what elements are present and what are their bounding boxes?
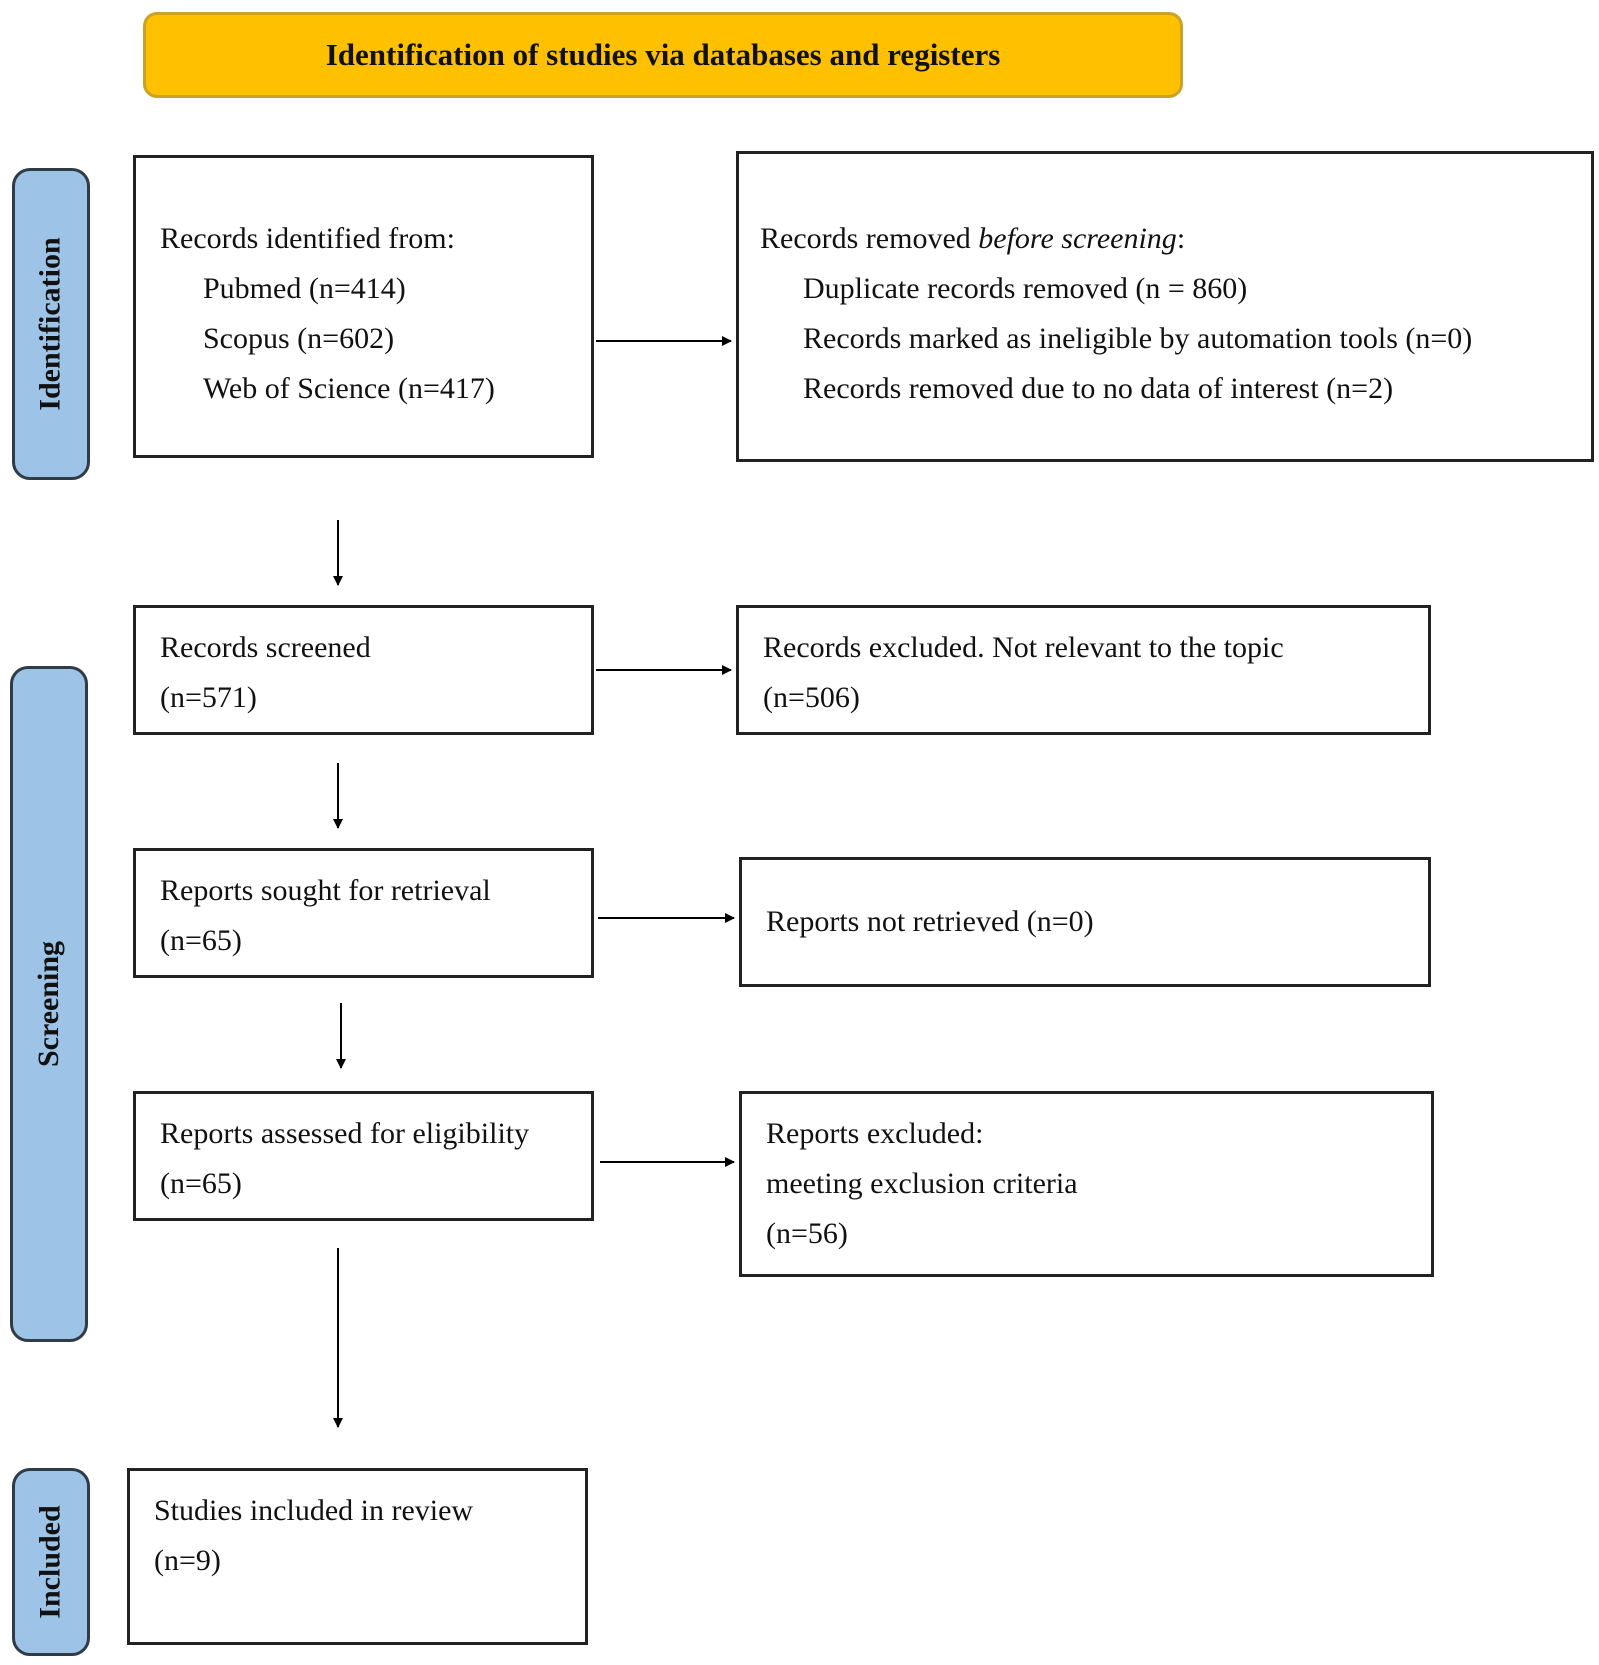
studies-included-box: Studies included in review (n=9) [127,1468,588,1645]
records-removed-heading-post: : [1176,222,1186,255]
records-removed-heading-pre: Records removed [760,222,979,255]
removed-no-data: Records removed due to no data of intere… [803,372,1394,405]
reports-excluded-reason: meeting exclusion criteria [766,1167,1078,1200]
removed-automation: Records marked as ineligible by automati… [803,322,1473,355]
stage-included: Included [12,1468,90,1656]
records-removed-box: Records removed before screening: Duplic… [736,151,1594,462]
studies-included-label: Studies included in review [154,1494,474,1527]
records-screened-label: Records screened [160,631,371,664]
reports-excluded-count: (n=56) [766,1217,848,1250]
reports-assessed-box: Reports assessed for eligibility (n=65) [133,1091,594,1221]
studies-included-count: (n=9) [154,1544,221,1577]
reports-assessed-label: Reports assessed for eligibility [160,1117,530,1150]
records-removed-heading: Records removed before screening: [760,214,1591,264]
records-excluded-box: Records excluded. Not relevant to the to… [736,605,1431,735]
reports-sought-label: Reports sought for retrieval [160,874,491,907]
records-excluded-label: Records excluded. Not relevant to the to… [763,631,1284,664]
stage-identification: Identification [12,168,90,480]
records-identified-box: Records identified from: Pubmed (n=414) … [133,155,594,458]
reports-sought-box: Reports sought for retrieval (n=65) [133,848,594,978]
reports-sought-count: (n=65) [160,924,242,957]
reports-not-retrieved-label: Reports not retrieved (n=0) [766,905,1094,938]
source-web-of-science: Web of Science (n=417) [203,372,495,405]
removed-duplicates: Duplicate records removed (n = 860) [803,272,1248,305]
records-removed-heading-emphasis: before screening [978,222,1177,255]
phase-header: Identification of studies via databases … [143,12,1183,98]
reports-assessed-count: (n=65) [160,1167,242,1200]
records-screened-box: Records screened (n=571) [133,605,594,735]
source-pubmed: Pubmed (n=414) [203,272,406,305]
reports-excluded-box: Reports excluded: meeting exclusion crit… [739,1091,1434,1277]
reports-excluded-label: Reports excluded: [766,1117,984,1150]
header-title: Identification of studies via databases … [325,37,1001,72]
source-scopus: Scopus (n=602) [203,322,395,355]
records-identified-heading: Records identified from: [160,222,455,255]
records-excluded-count: (n=506) [763,681,860,714]
stage-screening: Screening [10,666,88,1342]
reports-not-retrieved-box: Reports not retrieved (n=0) [739,857,1431,987]
records-screened-count: (n=571) [160,681,257,714]
